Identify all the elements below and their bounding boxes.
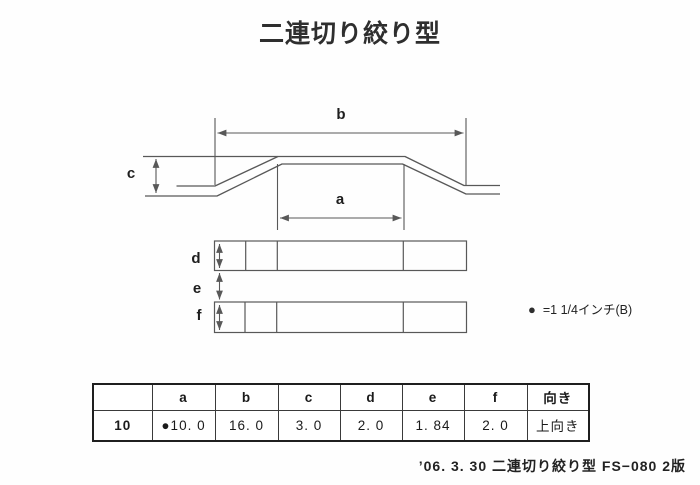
dimension-b: [214, 118, 467, 185]
cell-a: ●10. 0: [151, 409, 216, 442]
inch-marker-bullet-icon: ●: [528, 302, 536, 317]
dim-label-a: a: [336, 191, 345, 208]
dim-label-c: c: [127, 165, 135, 182]
table-header-direction: 向き: [526, 383, 590, 411]
table-header-f: f: [463, 383, 528, 411]
page-title: 二連切り絞り型: [258, 20, 441, 48]
cell-direction: 上向き: [526, 409, 590, 442]
table-header-blank: [92, 383, 153, 411]
profile-inner-line: [145, 163, 500, 197]
dim-label-d: d: [191, 250, 200, 267]
cell-d: 2. 0: [339, 409, 403, 442]
dim-label-f: f: [197, 307, 203, 324]
profile-outer-top-line: [143, 155, 500, 187]
table-header-row: a b c d e f 向き: [92, 383, 590, 411]
cell-f: 2. 0: [463, 409, 528, 442]
cell-b: 16. 0: [214, 409, 279, 442]
table-row: 10 ●10. 0 16. 0 3. 0 2. 0 1. 84 2. 0 上向き: [92, 409, 590, 442]
dim-label-e: e: [193, 280, 201, 297]
cell-e: 1. 84: [401, 409, 465, 442]
dimension-a: [276, 164, 405, 230]
dim-label-b: b: [336, 106, 345, 123]
inch-note-text: =1 1/4インチ(B): [542, 303, 633, 317]
table-header-e: e: [401, 383, 465, 411]
profile-section: [143, 155, 500, 197]
lower-plate: [213, 301, 468, 334]
cell-row-no: 10: [92, 409, 153, 442]
inch-note: ● =1 1/4インチ(B): [528, 302, 632, 318]
table-header-b: b: [214, 383, 279, 411]
table-header-a: a: [151, 383, 216, 411]
profile-left-flange-line: [176, 155, 279, 187]
spec-table: a b c d e f 向き 10 ●10. 0 16. 0 3. 0 2. 0…: [92, 383, 590, 442]
upper-plate: [213, 240, 468, 272]
table-header-c: c: [277, 383, 341, 411]
die-plates: [213, 240, 468, 334]
footer-revision-text: ’06. 3. 30 二連切り絞り型 FS−080 2版: [418, 458, 686, 474]
table-header-d: d: [339, 383, 403, 411]
cell-c: 3. 0: [277, 409, 341, 442]
